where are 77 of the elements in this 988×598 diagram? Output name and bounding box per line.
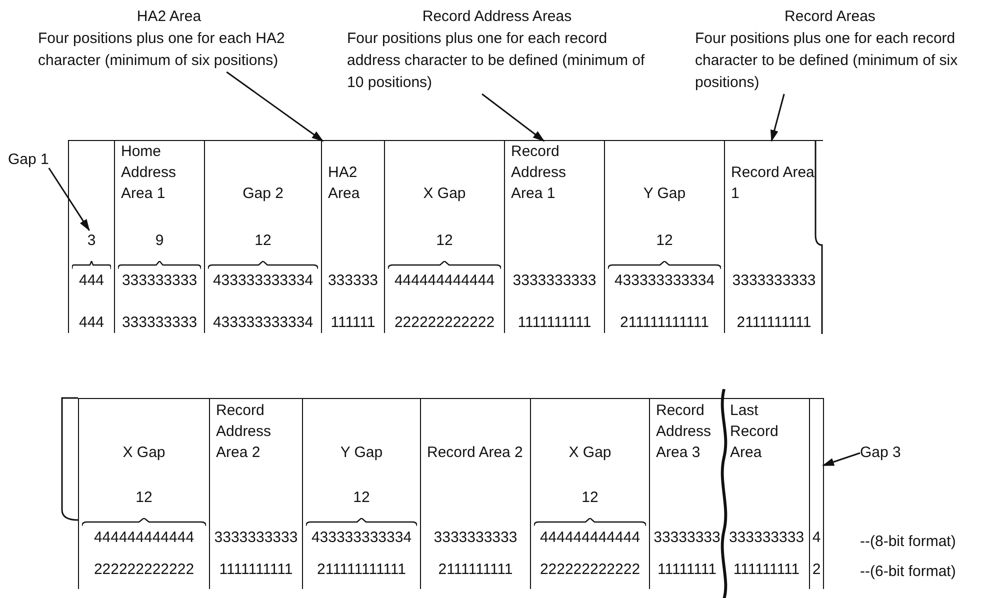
- bit-pattern: 222222222222: [394, 313, 495, 333]
- segment-label: Record Area 2: [427, 443, 523, 463]
- arrow: [770, 94, 785, 142]
- segment-label: Record Area 1: [731, 163, 816, 204]
- bit-pattern: 433333333334: [212, 271, 314, 291]
- bit-pattern: 444: [78, 271, 104, 291]
- character-count: 3: [87, 231, 96, 251]
- character-count: 12: [656, 231, 673, 251]
- character-count: 12: [136, 488, 152, 508]
- annotation-heading: HA2 Area: [136, 7, 202, 27]
- bit-pattern: 1111111111: [219, 560, 293, 580]
- segment-label: X Gap: [568, 443, 612, 463]
- annotation-text: Four positions plus one for each HA2 character (minimum of six positions): [38, 29, 286, 71]
- annotation-text: Four positions plus one for each record character to be defined (minimum of six positions): [695, 29, 959, 93]
- arrow: [822, 452, 860, 466]
- bit-pattern: 3333333333: [434, 528, 518, 548]
- arrow: [482, 93, 545, 142]
- segment-label: Record Address Area 1: [511, 142, 568, 204]
- segment-label: X Gap: [423, 184, 466, 204]
- annotation-heading: Record Areas: [784, 7, 876, 27]
- bit-pattern: 2: [812, 560, 821, 580]
- format-note: --(8-bit format): [860, 532, 956, 552]
- track-segment: [809, 399, 823, 589]
- track-segment: [302, 399, 420, 589]
- bit-pattern: 222222222222: [94, 560, 194, 580]
- gap-label: Gap 1: [8, 150, 49, 170]
- arrow: [226, 71, 324, 142]
- bit-pattern: 1111111111: [518, 313, 592, 333]
- segment-label: Record Address Area 3: [656, 401, 712, 463]
- segment-label: Y Gap: [340, 443, 383, 463]
- segment-label: Home Address Area 1: [121, 142, 178, 204]
- segment-label: Gap 2: [242, 184, 284, 204]
- bit-pattern: 2111111111: [736, 313, 812, 333]
- character-count: 12: [254, 231, 272, 251]
- bit-pattern: 444444444444: [94, 528, 194, 548]
- track-segment: [530, 399, 649, 589]
- bit-pattern: 333333333: [728, 528, 804, 548]
- segment-label: HA2 Area: [328, 163, 361, 204]
- bit-pattern: 444: [78, 313, 104, 333]
- bit-pattern: 11111111: [658, 560, 716, 580]
- bit-pattern: 4: [812, 528, 821, 548]
- bit-pattern: 333333333: [122, 271, 198, 291]
- bit-pattern: 3333333333: [214, 528, 298, 548]
- bit-pattern: 3333333333: [512, 271, 596, 291]
- bit-pattern: 211111111111: [620, 313, 709, 333]
- bit-pattern: 3333333333: [732, 271, 816, 291]
- track-segment: [384, 141, 504, 333]
- track-segment: [604, 141, 724, 333]
- character-count: 12: [582, 488, 598, 508]
- bit-pattern: 433333333334: [212, 313, 314, 333]
- bit-pattern: 33333333: [654, 528, 720, 548]
- segment-label: Record Address Area 2: [216, 401, 272, 463]
- character-count: 12: [353, 488, 370, 508]
- track-segment: [114, 141, 204, 333]
- bit-pattern: 2111111111: [438, 560, 513, 580]
- gap-label: Gap 3: [860, 443, 901, 463]
- track-band: [68, 140, 823, 333]
- character-count: 12: [436, 231, 453, 251]
- format-note: --(6-bit format): [860, 562, 956, 582]
- bit-pattern: 433333333334: [311, 528, 412, 548]
- bit-pattern: 111111: [330, 313, 376, 333]
- segment-label: Last Record Area: [730, 401, 780, 463]
- segment-label: Y Gap: [643, 184, 686, 204]
- segment-label: X Gap: [122, 443, 166, 463]
- bit-pattern: 111111111: [733, 560, 800, 580]
- bit-pattern: 444444444444: [394, 271, 495, 291]
- bit-pattern: 333333333: [122, 313, 198, 333]
- annotation-text: Four positions plus one for each record address character to be defined (minimum of 10 positions): [347, 29, 646, 93]
- bit-pattern: 444444444444: [540, 528, 640, 548]
- character-count: 9: [155, 231, 164, 251]
- bit-pattern: 433333333334: [614, 271, 715, 291]
- annotation-heading: Record Address Areas: [421, 7, 573, 27]
- bit-pattern: 211111111111: [317, 560, 406, 580]
- arrow: [48, 168, 90, 232]
- track-segment: [204, 141, 321, 333]
- bit-pattern: 222222222222: [540, 560, 640, 580]
- bit-pattern: 333333: [328, 271, 378, 291]
